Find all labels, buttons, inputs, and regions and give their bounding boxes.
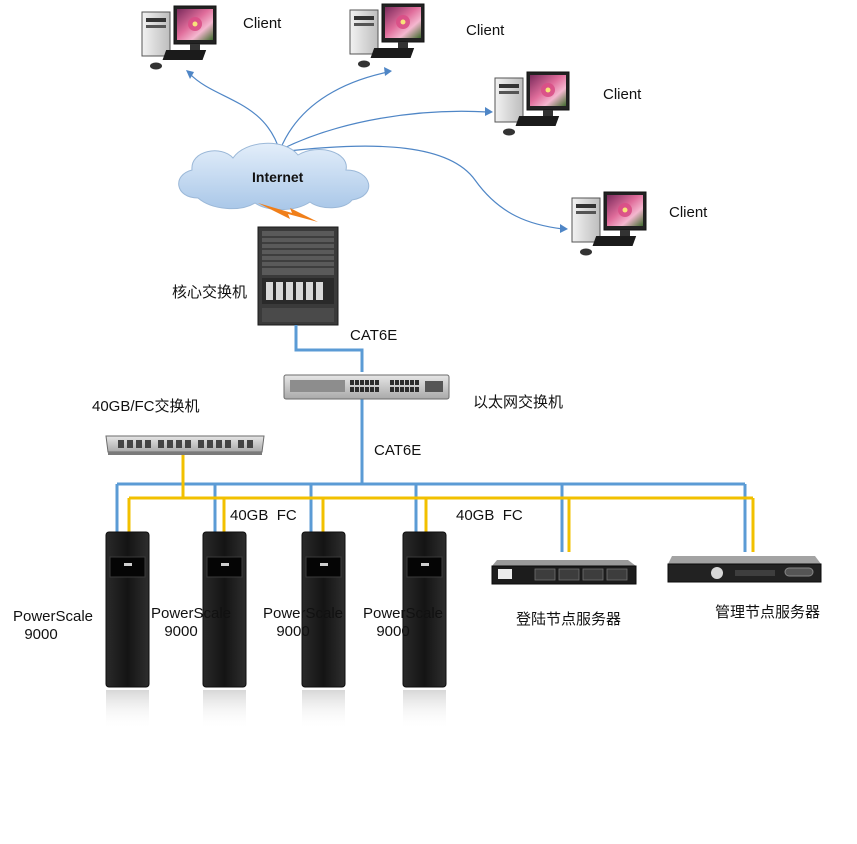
management-server-device — [667, 556, 822, 583]
client-label-2: Client — [466, 22, 505, 39]
client-links — [189, 71, 564, 230]
client-label-3: Client — [603, 86, 642, 103]
cat6e-label-top: CAT6E — [350, 327, 398, 344]
client-link-4 — [279, 145, 564, 230]
client-computer-2 — [349, 3, 425, 68]
management-server-label: 管理节点服务器 — [715, 604, 821, 621]
storage-rack-3 — [301, 531, 346, 730]
lightning-icon — [258, 203, 318, 222]
fc-label-right: 40GB FC — [456, 507, 523, 524]
storage-node-name-1: PowerScale — [12, 608, 94, 625]
client-link-2 — [279, 71, 389, 151]
storage-rack-4 — [402, 531, 447, 730]
fc-label-left: 40GB FC — [230, 507, 297, 524]
storage-node-model-2: 9000 — [164, 623, 198, 640]
storage-node-label-1: PowerScale 9000 — [8, 608, 98, 644]
client-label-1: Client — [243, 15, 282, 32]
cat6e-label-bottom: CAT6E — [374, 442, 422, 459]
client-link-3 — [279, 110, 489, 151]
storage-node-model-1: 9000 — [24, 626, 58, 643]
fc-lines — [127, 455, 755, 552]
core-switch-device — [257, 226, 339, 326]
storage-node-name-4: PowerScale — [362, 605, 444, 622]
client-computer-1 — [141, 5, 217, 70]
client-link-1 — [189, 73, 281, 153]
login-server-device — [491, 560, 637, 585]
client-link-arrowheads — [186, 67, 568, 233]
fc-switch-device — [105, 435, 265, 455]
storage-node-label-4: PowerScale 9000 — [358, 605, 448, 641]
storage-node-label-2: PowerScale 9000 — [146, 605, 236, 641]
client-computer-3 — [494, 71, 570, 136]
storage-node-name-3: PowerScale — [262, 605, 344, 622]
storage-node-label-3: PowerScale 9000 — [258, 605, 348, 641]
client-label-4: Client — [669, 204, 708, 221]
ethernet-switch-device — [283, 374, 450, 400]
ethernet-switch-label: 以太网交换机 — [473, 394, 564, 411]
storage-node-model-4: 9000 — [376, 623, 410, 640]
storage-node-name-2: PowerScale — [150, 605, 232, 622]
storage-rack-2 — [202, 531, 247, 730]
storage-node-model-3: 9000 — [276, 623, 310, 640]
storage-rack-1 — [105, 531, 150, 730]
ethernet-lines — [115, 325, 747, 552]
core-switch-label: 核心交换机 — [172, 284, 248, 301]
internet-label: Internet — [252, 169, 304, 185]
login-server-label: 登陆节点服务器 — [516, 611, 622, 628]
client-computer-4 — [571, 191, 647, 256]
fc-switch-label: 40GB/FC交换机 — [92, 398, 200, 415]
